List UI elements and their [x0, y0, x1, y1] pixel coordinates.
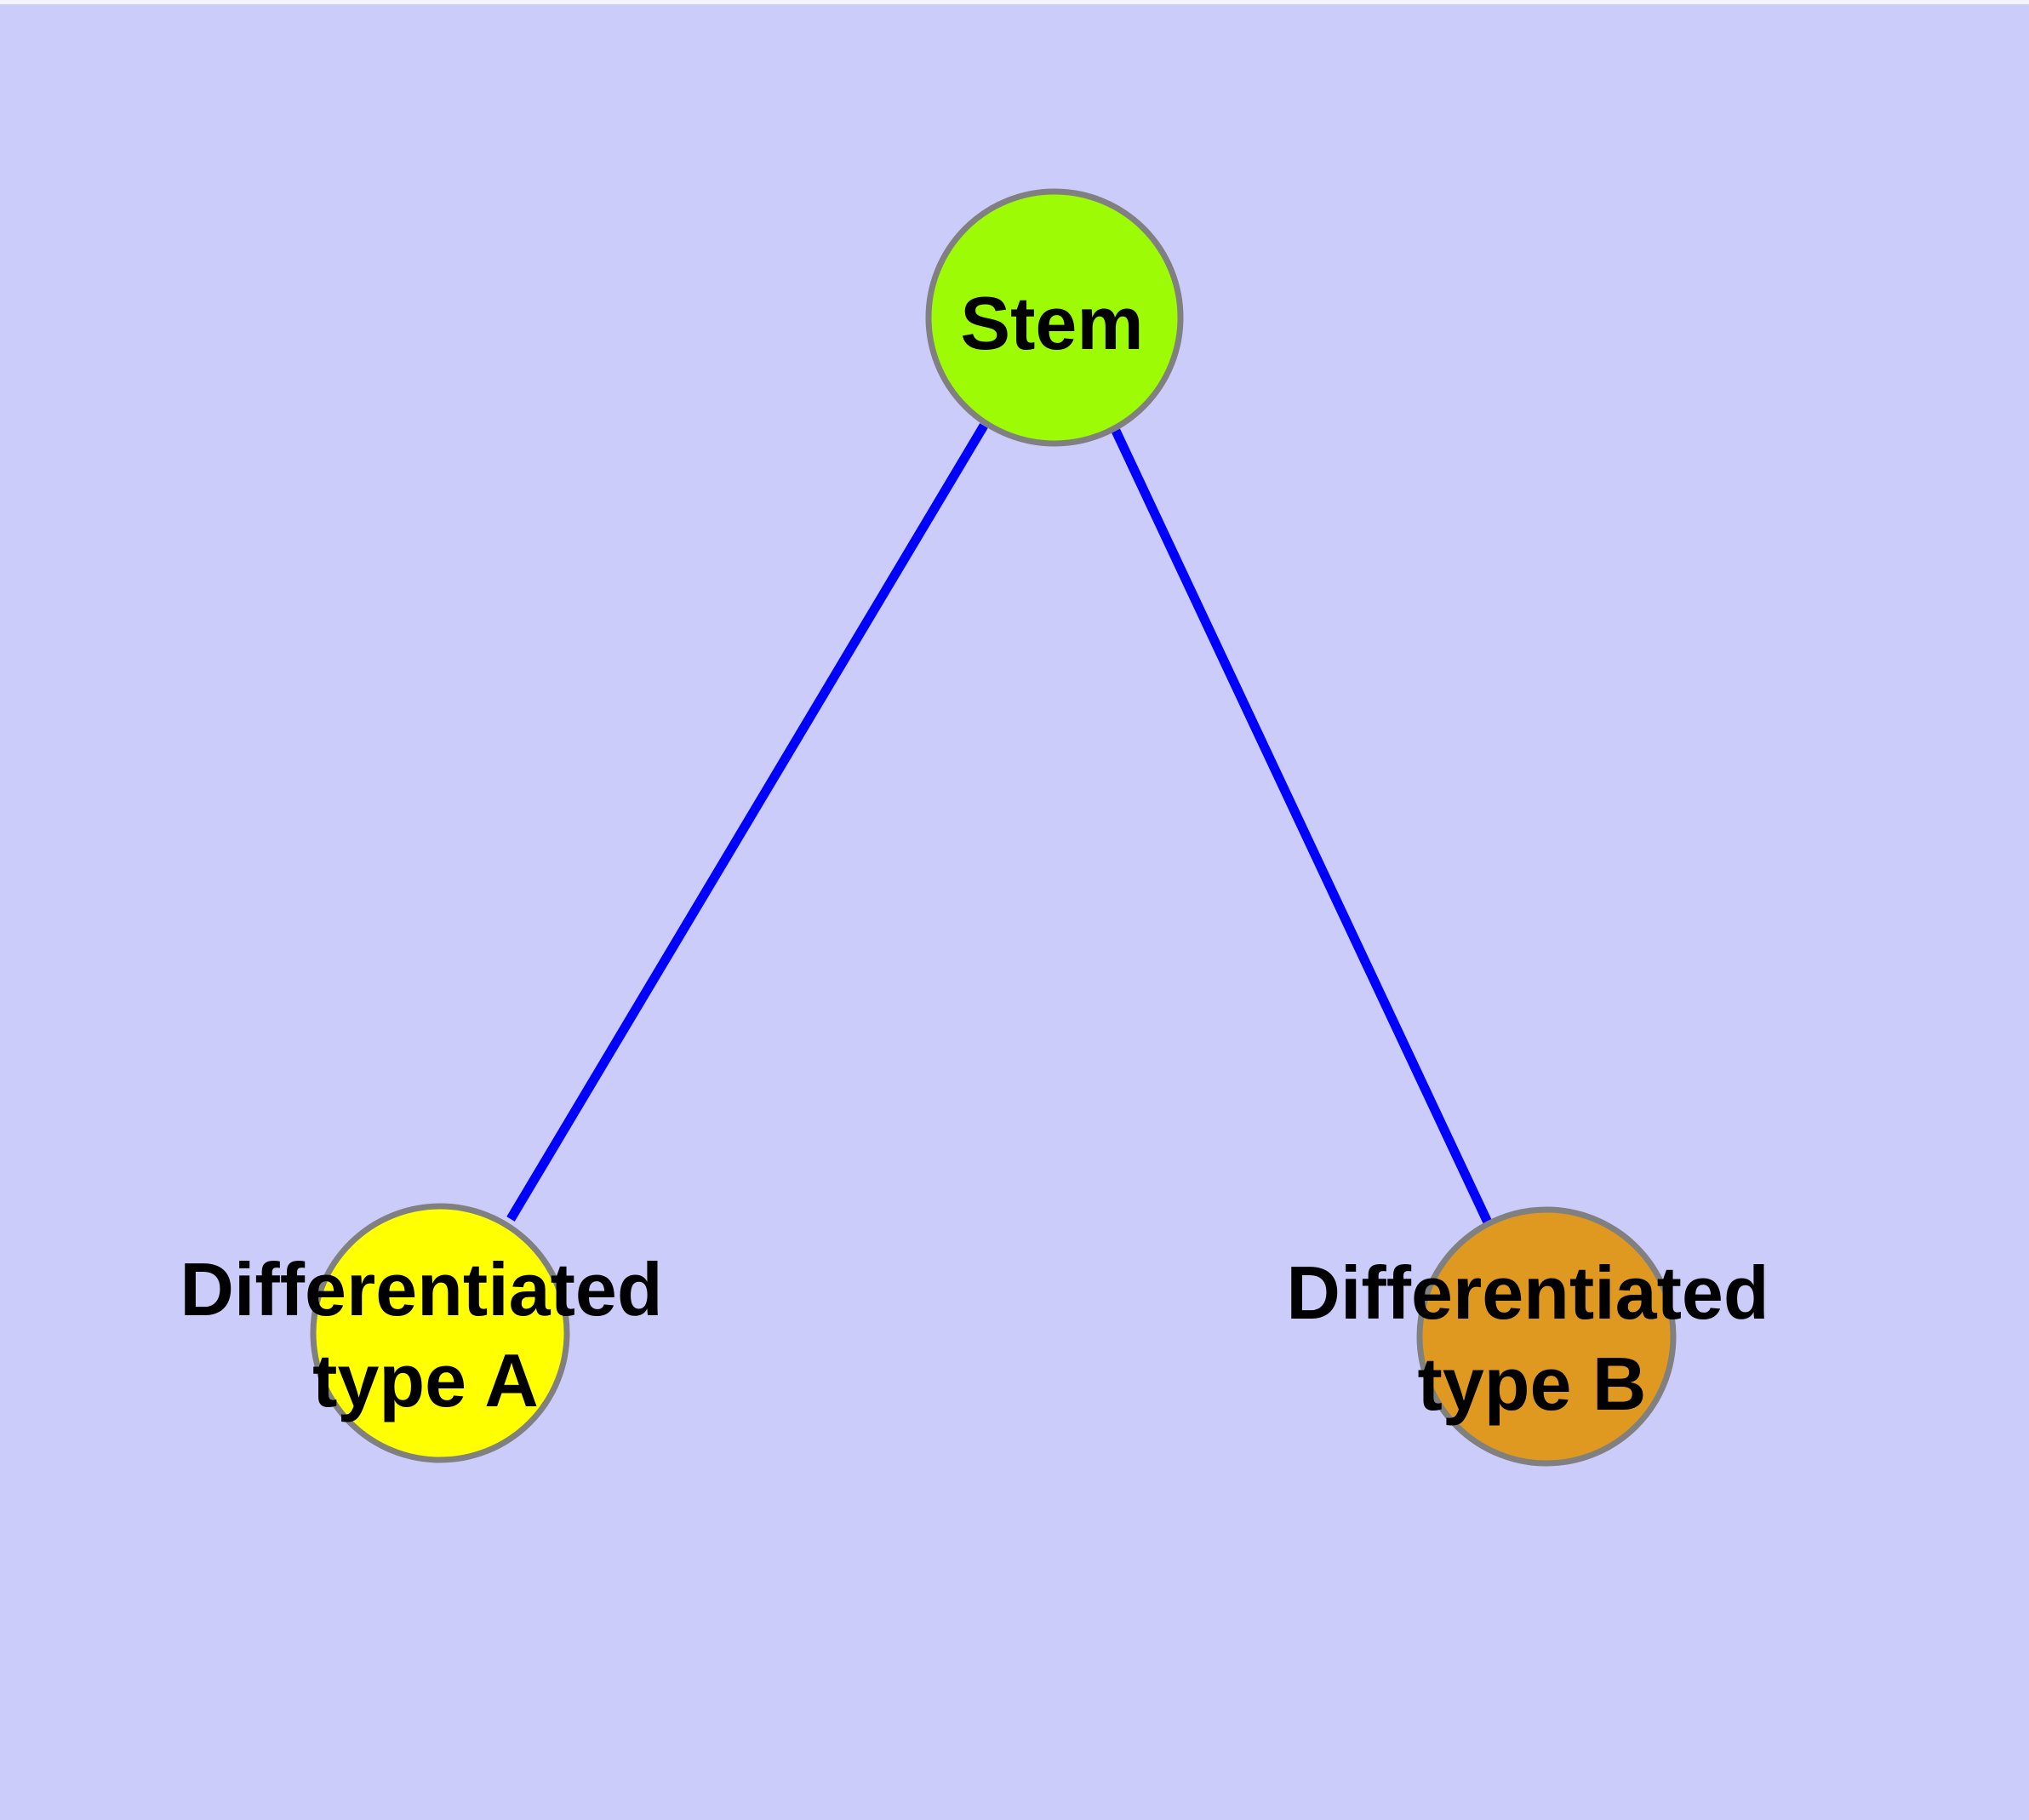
node-label-differentiated-type-b-line2: type B: [1418, 1342, 1647, 1426]
nodes-group: [310, 188, 1677, 1467]
edges-group: [506, 423, 1493, 1227]
node-label-differentiated-type-b-line1: Differentiated: [1286, 1251, 1769, 1335]
node-stem[interactable]: [925, 188, 1184, 447]
node-label-differentiated-type-a-line1: Differentiated: [180, 1247, 662, 1331]
edge-stem-to-differentiated-type-b[interactable]: [1112, 428, 1493, 1227]
node-label-differentiated-type-a-line2: type A: [312, 1338, 539, 1422]
node-differentiated-type-a[interactable]: [310, 1203, 570, 1463]
node-label-stem: Stem: [960, 281, 1143, 365]
node-labels-group: Stem Differentiated type A Differentiate…: [180, 281, 1769, 1426]
node-differentiated-type-b[interactable]: [1416, 1206, 1677, 1467]
top-strip: [0, 0, 2029, 4]
edge-stem-to-differentiated-type-a[interactable]: [506, 423, 988, 1222]
